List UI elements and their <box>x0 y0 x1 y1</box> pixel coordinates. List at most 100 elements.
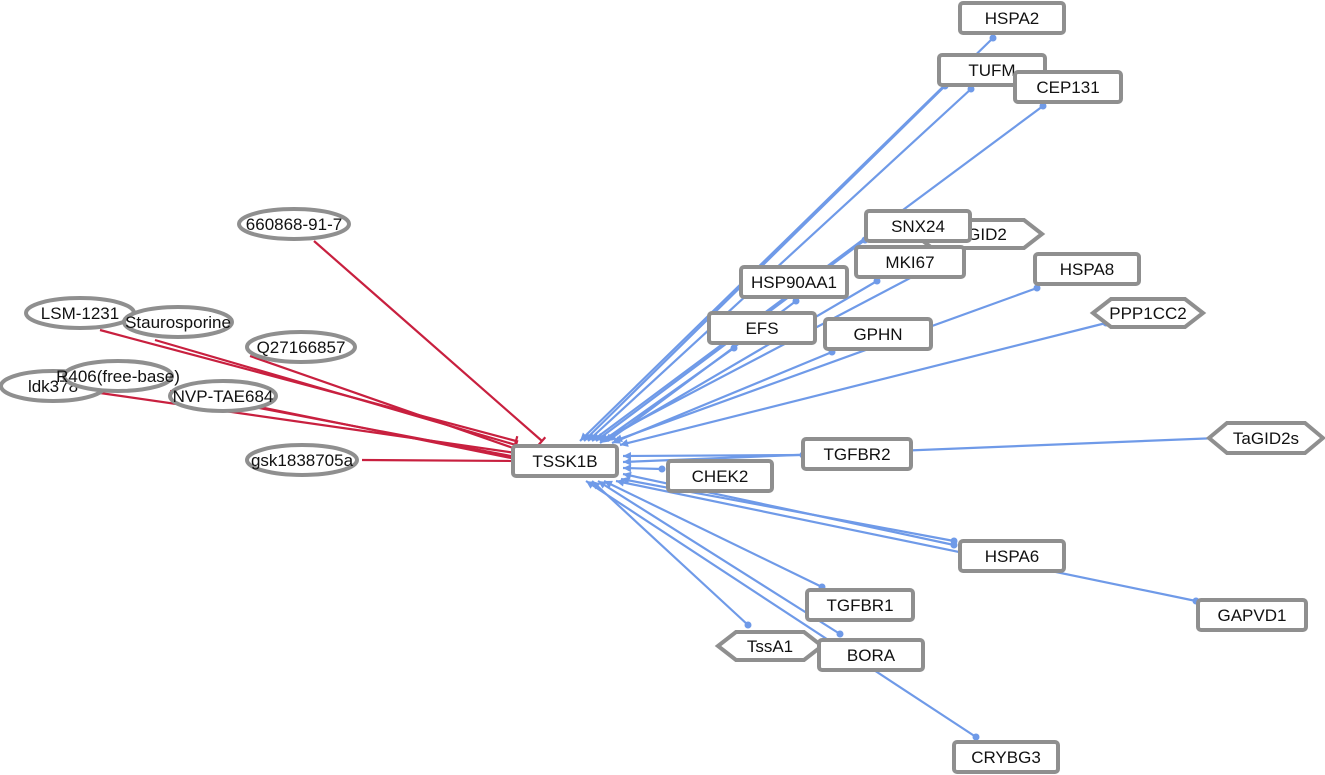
node-hspa6[interactable]: HSPA6 <box>958 539 1066 573</box>
node-q27166857[interactable]: Q27166857 <box>245 330 357 364</box>
edges-layer <box>99 34 1222 741</box>
node-label: CEP131 <box>1036 78 1099 97</box>
edge-line <box>619 321 1107 447</box>
node-tgfbr2[interactable]: TGFBR2 <box>801 437 913 471</box>
edge-arrowhead <box>612 436 621 444</box>
node-chek2[interactable]: CHEK2 <box>666 459 774 493</box>
node-hsp90aa1[interactable]: HSP90AA1 <box>739 265 849 299</box>
node-shape-rectangle <box>952 740 1060 774</box>
node-hspa8[interactable]: HSPA8 <box>1033 252 1141 286</box>
edge-line <box>249 354 517 451</box>
node-660868-91-7[interactable]: 660868-91-7 <box>237 207 351 241</box>
node-label: CHEK2 <box>692 467 749 486</box>
node-mki67[interactable]: MKI67 <box>854 245 966 279</box>
edge-arrowhead <box>623 471 632 480</box>
edge-source-dot <box>1039 102 1047 110</box>
edge-line <box>313 240 543 442</box>
edge-line <box>361 458 517 463</box>
edge-source-dot <box>967 85 975 93</box>
node-label: HSPA6 <box>985 547 1040 566</box>
node-shape-rectangle <box>666 459 774 493</box>
node-efs[interactable]: EFS <box>707 311 817 345</box>
node-snx24[interactable]: SNX24 <box>864 209 972 243</box>
edge-bora-to-tssk1b <box>597 480 844 638</box>
edge-inhibition-bar <box>537 436 547 446</box>
edge-arrowhead <box>608 433 617 441</box>
edge-line <box>615 479 1197 603</box>
node-shape-rectangle <box>854 245 966 279</box>
node-staurosporine[interactable]: Staurosporine <box>122 305 234 339</box>
node-cep131[interactable]: CEP131 <box>1013 70 1123 104</box>
node-label: TGFBR2 <box>823 445 890 464</box>
edge-line <box>622 436 1219 464</box>
node-gphn[interactable]: GPHN <box>823 317 933 351</box>
edge-line <box>603 280 878 442</box>
node-shape-rectangle <box>823 317 933 351</box>
node-shape-ellipse <box>122 305 234 339</box>
node-label: EFS <box>745 319 778 338</box>
node-gapvd1[interactable]: GAPVD1 <box>1196 598 1308 632</box>
edge-line <box>603 480 823 588</box>
edge-line <box>613 286 1038 443</box>
edge-line <box>599 347 735 444</box>
node-shape-ellipse <box>237 207 351 241</box>
node-label: BORA <box>847 646 896 665</box>
edge-source-dot <box>836 630 844 638</box>
node-gsk1838705a[interactable]: gsk1838705a <box>245 443 359 477</box>
edge-source-dot <box>873 277 881 285</box>
edge-arrowhead <box>600 435 609 443</box>
edge-source-dot <box>744 621 752 629</box>
node-label: Staurosporine <box>125 313 231 332</box>
node-label: LSM-1231 <box>41 304 119 323</box>
edge-arrowhead <box>623 457 632 466</box>
edge-line <box>585 480 977 738</box>
node-label: SNX24 <box>891 217 945 236</box>
edge-arrowhead <box>598 481 607 489</box>
node-r406-free-base[interactable]: R406(free-base) <box>56 359 180 393</box>
edge-line <box>611 350 833 445</box>
node-label: TSSK1B <box>532 452 597 471</box>
node-label: TUFM <box>968 61 1015 80</box>
edge-arrowhead <box>623 464 632 473</box>
node-label: GPHN <box>853 325 902 344</box>
edge-arrowhead <box>616 478 625 487</box>
node-shape-rectangle <box>801 437 913 471</box>
node-shape-rectangle <box>805 588 915 622</box>
node-shape-hexagon <box>1089 297 1207 329</box>
node-label: TssA1 <box>747 637 793 656</box>
node-bora[interactable]: BORA <box>817 638 925 672</box>
node-crybg3[interactable]: CRYBG3 <box>952 740 1060 774</box>
edge-source-dot <box>792 297 800 305</box>
edge-660868-91-7-to-tssk1b <box>313 240 547 446</box>
node-label: R406(free-base) <box>56 367 180 386</box>
node-tssa1[interactable]: TssA1 <box>714 630 826 662</box>
node-ppp1cc2[interactable]: PPP1CC2 <box>1089 297 1207 329</box>
node-label: HSP90AA1 <box>751 273 837 292</box>
node-tagid2s[interactable]: TaGID2s <box>1205 421 1325 455</box>
node-lsm-1231[interactable]: LSM-1231 <box>24 296 136 330</box>
edge-source-dot <box>1033 284 1041 292</box>
node-shape-rectangle <box>817 638 925 672</box>
node-nvp-tae684[interactable]: NVP-TAE684 <box>168 379 278 413</box>
node-label: PPP1CC2 <box>1109 304 1186 323</box>
edge-hspa8-to-tssk1b <box>613 284 1041 443</box>
node-label: TaGID2s <box>1233 429 1299 448</box>
node-label: CRYBG3 <box>971 748 1041 767</box>
node-shape-ellipse <box>168 379 278 413</box>
edge-chek2-to-tssk1b <box>622 464 666 473</box>
node-tssk1b[interactable]: TSSK1B <box>511 444 619 478</box>
node-label: gsk1838705a <box>251 451 354 470</box>
edge-gphn-to-tssk1b <box>611 348 836 445</box>
node-shape-ellipse <box>62 359 174 393</box>
node-hspa2[interactable]: HSPA2 <box>958 1 1066 35</box>
edge-line <box>597 480 841 635</box>
node-tgfbr1[interactable]: TGFBR1 <box>805 588 915 622</box>
node-shape-rectangle <box>958 1 1066 35</box>
node-shape-rectangle <box>511 444 619 478</box>
node-shape-ellipse <box>245 330 357 364</box>
edge-source-dot <box>989 34 997 42</box>
node-shape-rectangle <box>958 539 1066 573</box>
edge-arrowhead <box>623 451 632 460</box>
